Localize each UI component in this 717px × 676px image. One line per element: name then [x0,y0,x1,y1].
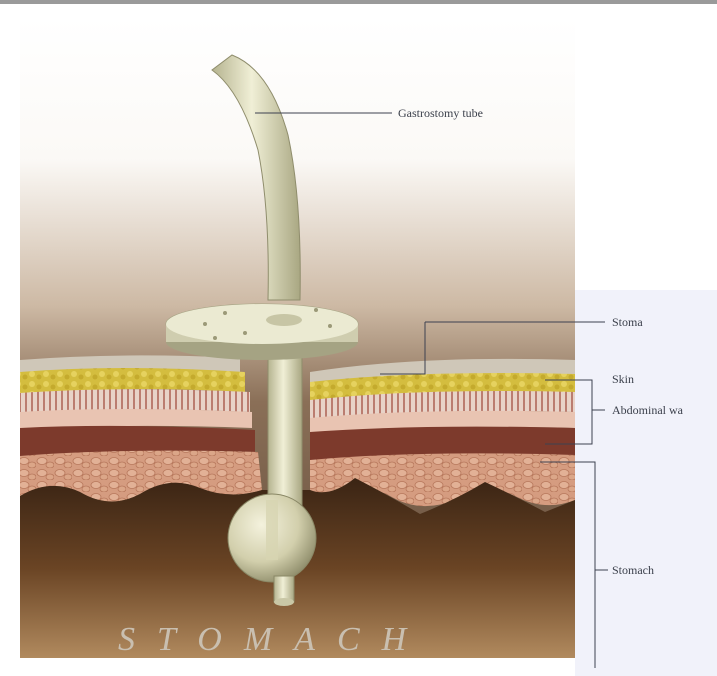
right-panel [575,290,717,676]
stomach-watermark-label: STOMACH [118,621,428,658]
label-gastrostomy-tube: Gastrostomy tube [398,106,483,120]
label-skin: Skin [612,372,634,386]
external-bolster [166,304,358,360]
label-stoma: Stoma [612,315,643,329]
label-stomach: Stomach [612,563,654,577]
scan-edge [0,0,717,4]
label-abdominal-wall: Abdominal wa [612,403,684,417]
